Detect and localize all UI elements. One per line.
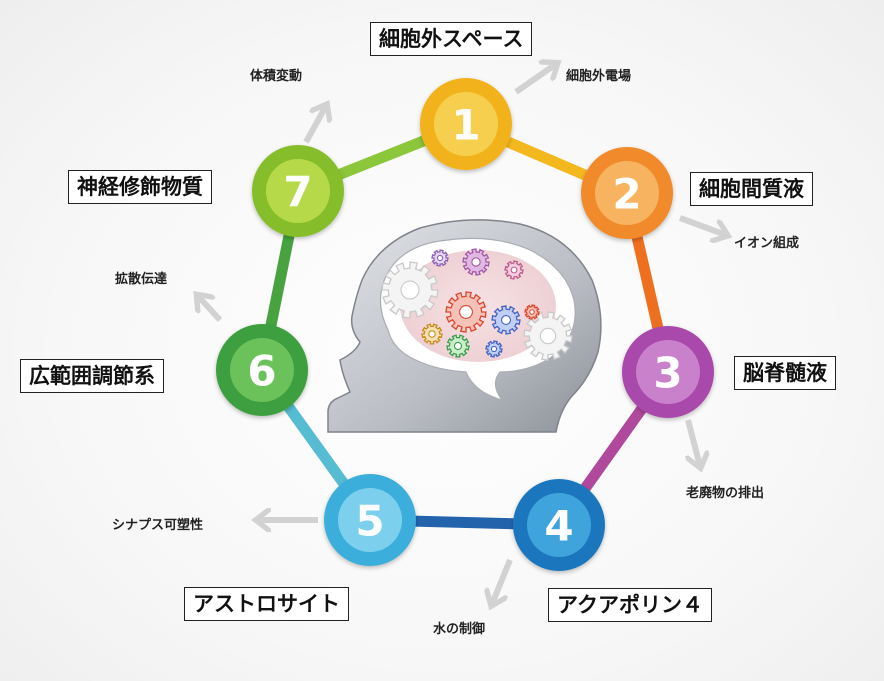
node-label-2: 細胞間質液	[690, 172, 813, 206]
effect-label-6: 拡散伝達	[115, 272, 168, 287]
effect-arrows	[198, 64, 726, 604]
effect-arrow-7	[303, 106, 326, 144]
node-number: 5	[355, 497, 384, 546]
effect-arrow-1	[514, 64, 556, 95]
gear-hub	[539, 327, 557, 345]
node-inner-circle	[230, 338, 294, 402]
gear-hub	[436, 254, 444, 262]
node-label-7: 神経修飾物質	[68, 170, 212, 204]
gear-hub	[459, 305, 473, 319]
node-inner-circle	[434, 92, 498, 156]
gears	[381, 248, 573, 361]
effect-label-5: シナプス可塑性	[112, 518, 204, 533]
gear-hub	[428, 330, 436, 338]
node-label-6: 広範囲調節系	[20, 359, 164, 393]
node-number: 4	[544, 502, 573, 551]
gear-hub	[453, 341, 463, 351]
node-6: 6	[216, 324, 308, 416]
node-number: 6	[247, 347, 276, 396]
node-inner-circle	[338, 488, 402, 552]
node-label-4: アクアポリン４	[548, 588, 712, 622]
node-inner-circle	[595, 161, 659, 225]
node-7: 7	[252, 145, 344, 237]
effect-arrow-2	[678, 215, 726, 235]
gear-hub	[400, 280, 420, 300]
gear-hub	[529, 309, 535, 315]
node-inner-circle	[527, 493, 591, 557]
node-number: 3	[653, 349, 682, 398]
node-5: 5	[324, 474, 416, 566]
effect-arrow-4	[492, 558, 513, 604]
node-2: 2	[581, 147, 673, 239]
node-1: 1	[420, 78, 512, 170]
effect-label-4: 水の制御	[433, 622, 486, 637]
effect-arrow-3	[688, 419, 700, 466]
effect-label-1: 細胞外電場	[566, 69, 632, 84]
effect-label-2: イオン組成	[734, 236, 800, 251]
node-label-1: 細胞外スペース	[370, 22, 533, 56]
node-label-3: 脳脊髄液	[734, 356, 836, 390]
node-inner-circle	[636, 340, 700, 404]
gear-hub	[510, 266, 518, 274]
effect-label-3: 老廃物の排出	[686, 486, 765, 501]
node-3: 3	[622, 326, 714, 418]
node-4: 4	[513, 479, 605, 571]
head-illustration	[327, 219, 602, 433]
node-number: 1	[451, 101, 480, 150]
node-label-5: アストロサイト	[184, 587, 349, 621]
effect-arrow-6	[198, 296, 223, 323]
node-number: 2	[612, 170, 641, 219]
node-number: 7	[283, 168, 312, 217]
gear-hub	[471, 257, 481, 267]
gear-hub	[490, 345, 498, 353]
node-inner-circle	[266, 159, 330, 223]
effect-label-7: 体積変動	[250, 69, 303, 84]
gear-hub	[500, 314, 512, 326]
